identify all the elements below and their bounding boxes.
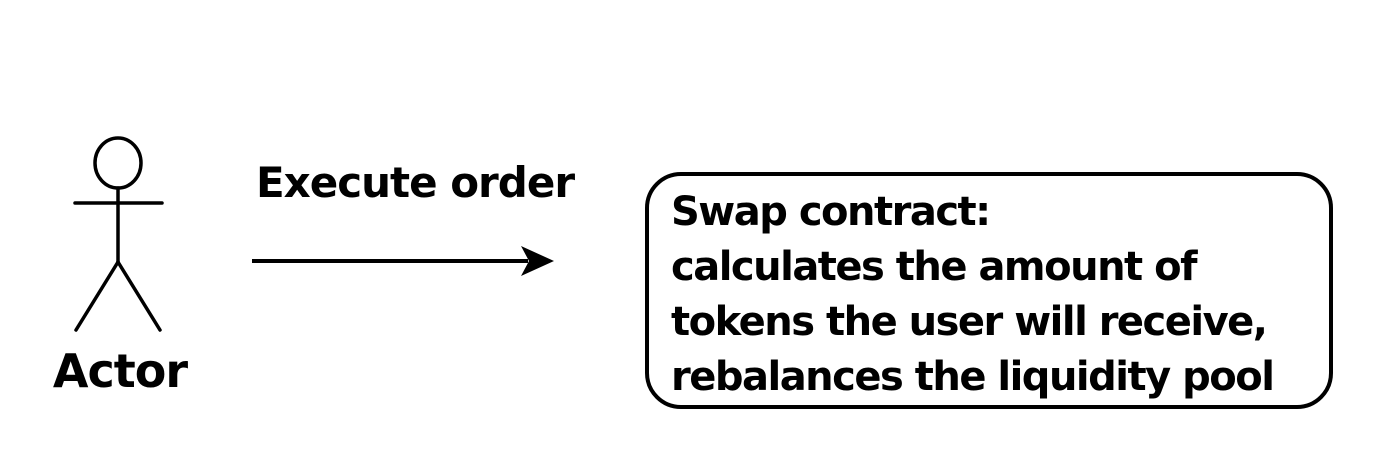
node-text-line: tokens the user will receive,	[671, 299, 1268, 345]
actor-right-leg	[116, 260, 162, 332]
node-text-line: Swap contract:	[671, 189, 991, 235]
actor-icon	[73, 136, 164, 332]
actor-left-leg	[74, 260, 120, 332]
arrow-icon	[252, 246, 554, 276]
node-text-line: calculates the amount of	[671, 244, 1197, 290]
actor-label: Actor	[52, 344, 188, 398]
actor-head	[93, 136, 143, 190]
arrow-head	[521, 246, 554, 276]
node-text-line: rebalances the liquidity pool	[671, 354, 1275, 400]
swap-contract-node: Swap contract: calculates the amount of …	[645, 172, 1333, 409]
edge-label: Execute order	[255, 158, 575, 207]
